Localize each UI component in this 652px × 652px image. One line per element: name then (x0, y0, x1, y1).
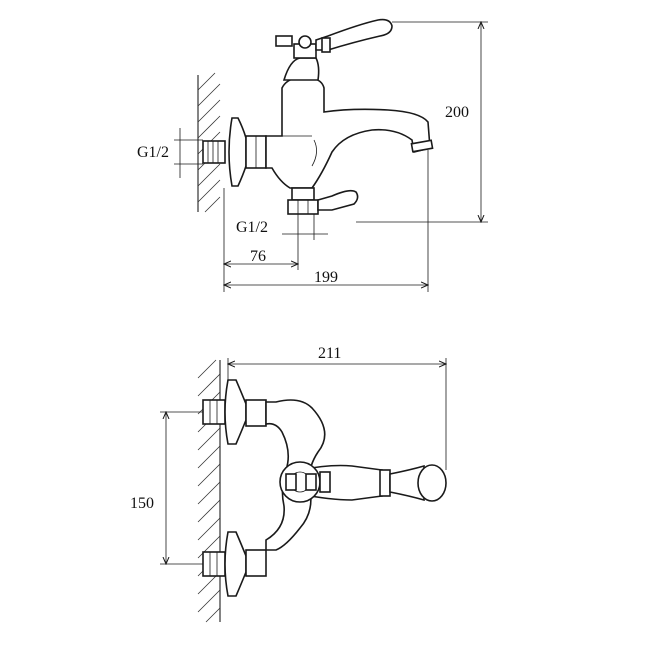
diverter-knob (287, 187, 359, 215)
lower-inlet (202, 531, 267, 597)
dim-label-76: 76 (250, 248, 266, 265)
dim-label-150: 150 (130, 495, 154, 512)
thread-label-left: G1/2 (137, 144, 169, 161)
dim-label-199: 199 (314, 269, 338, 286)
top-view: G1/2 G1/2 76 199 200 (137, 18, 488, 292)
inlet-connector-top (202, 140, 226, 164)
upper-inlet (202, 379, 267, 445)
top-lever-handle (275, 18, 393, 81)
thread-label-bottom: G1/2 (236, 219, 268, 236)
dim-label-200: 200 (445, 104, 469, 121)
escutcheon-top (228, 117, 247, 187)
faucet-body-top (265, 77, 431, 189)
bottom-view: 211 150 (130, 345, 447, 623)
dim-label-211: 211 (318, 345, 341, 362)
spout-tip (410, 139, 434, 153)
lever-handle-bottom (379, 464, 447, 502)
